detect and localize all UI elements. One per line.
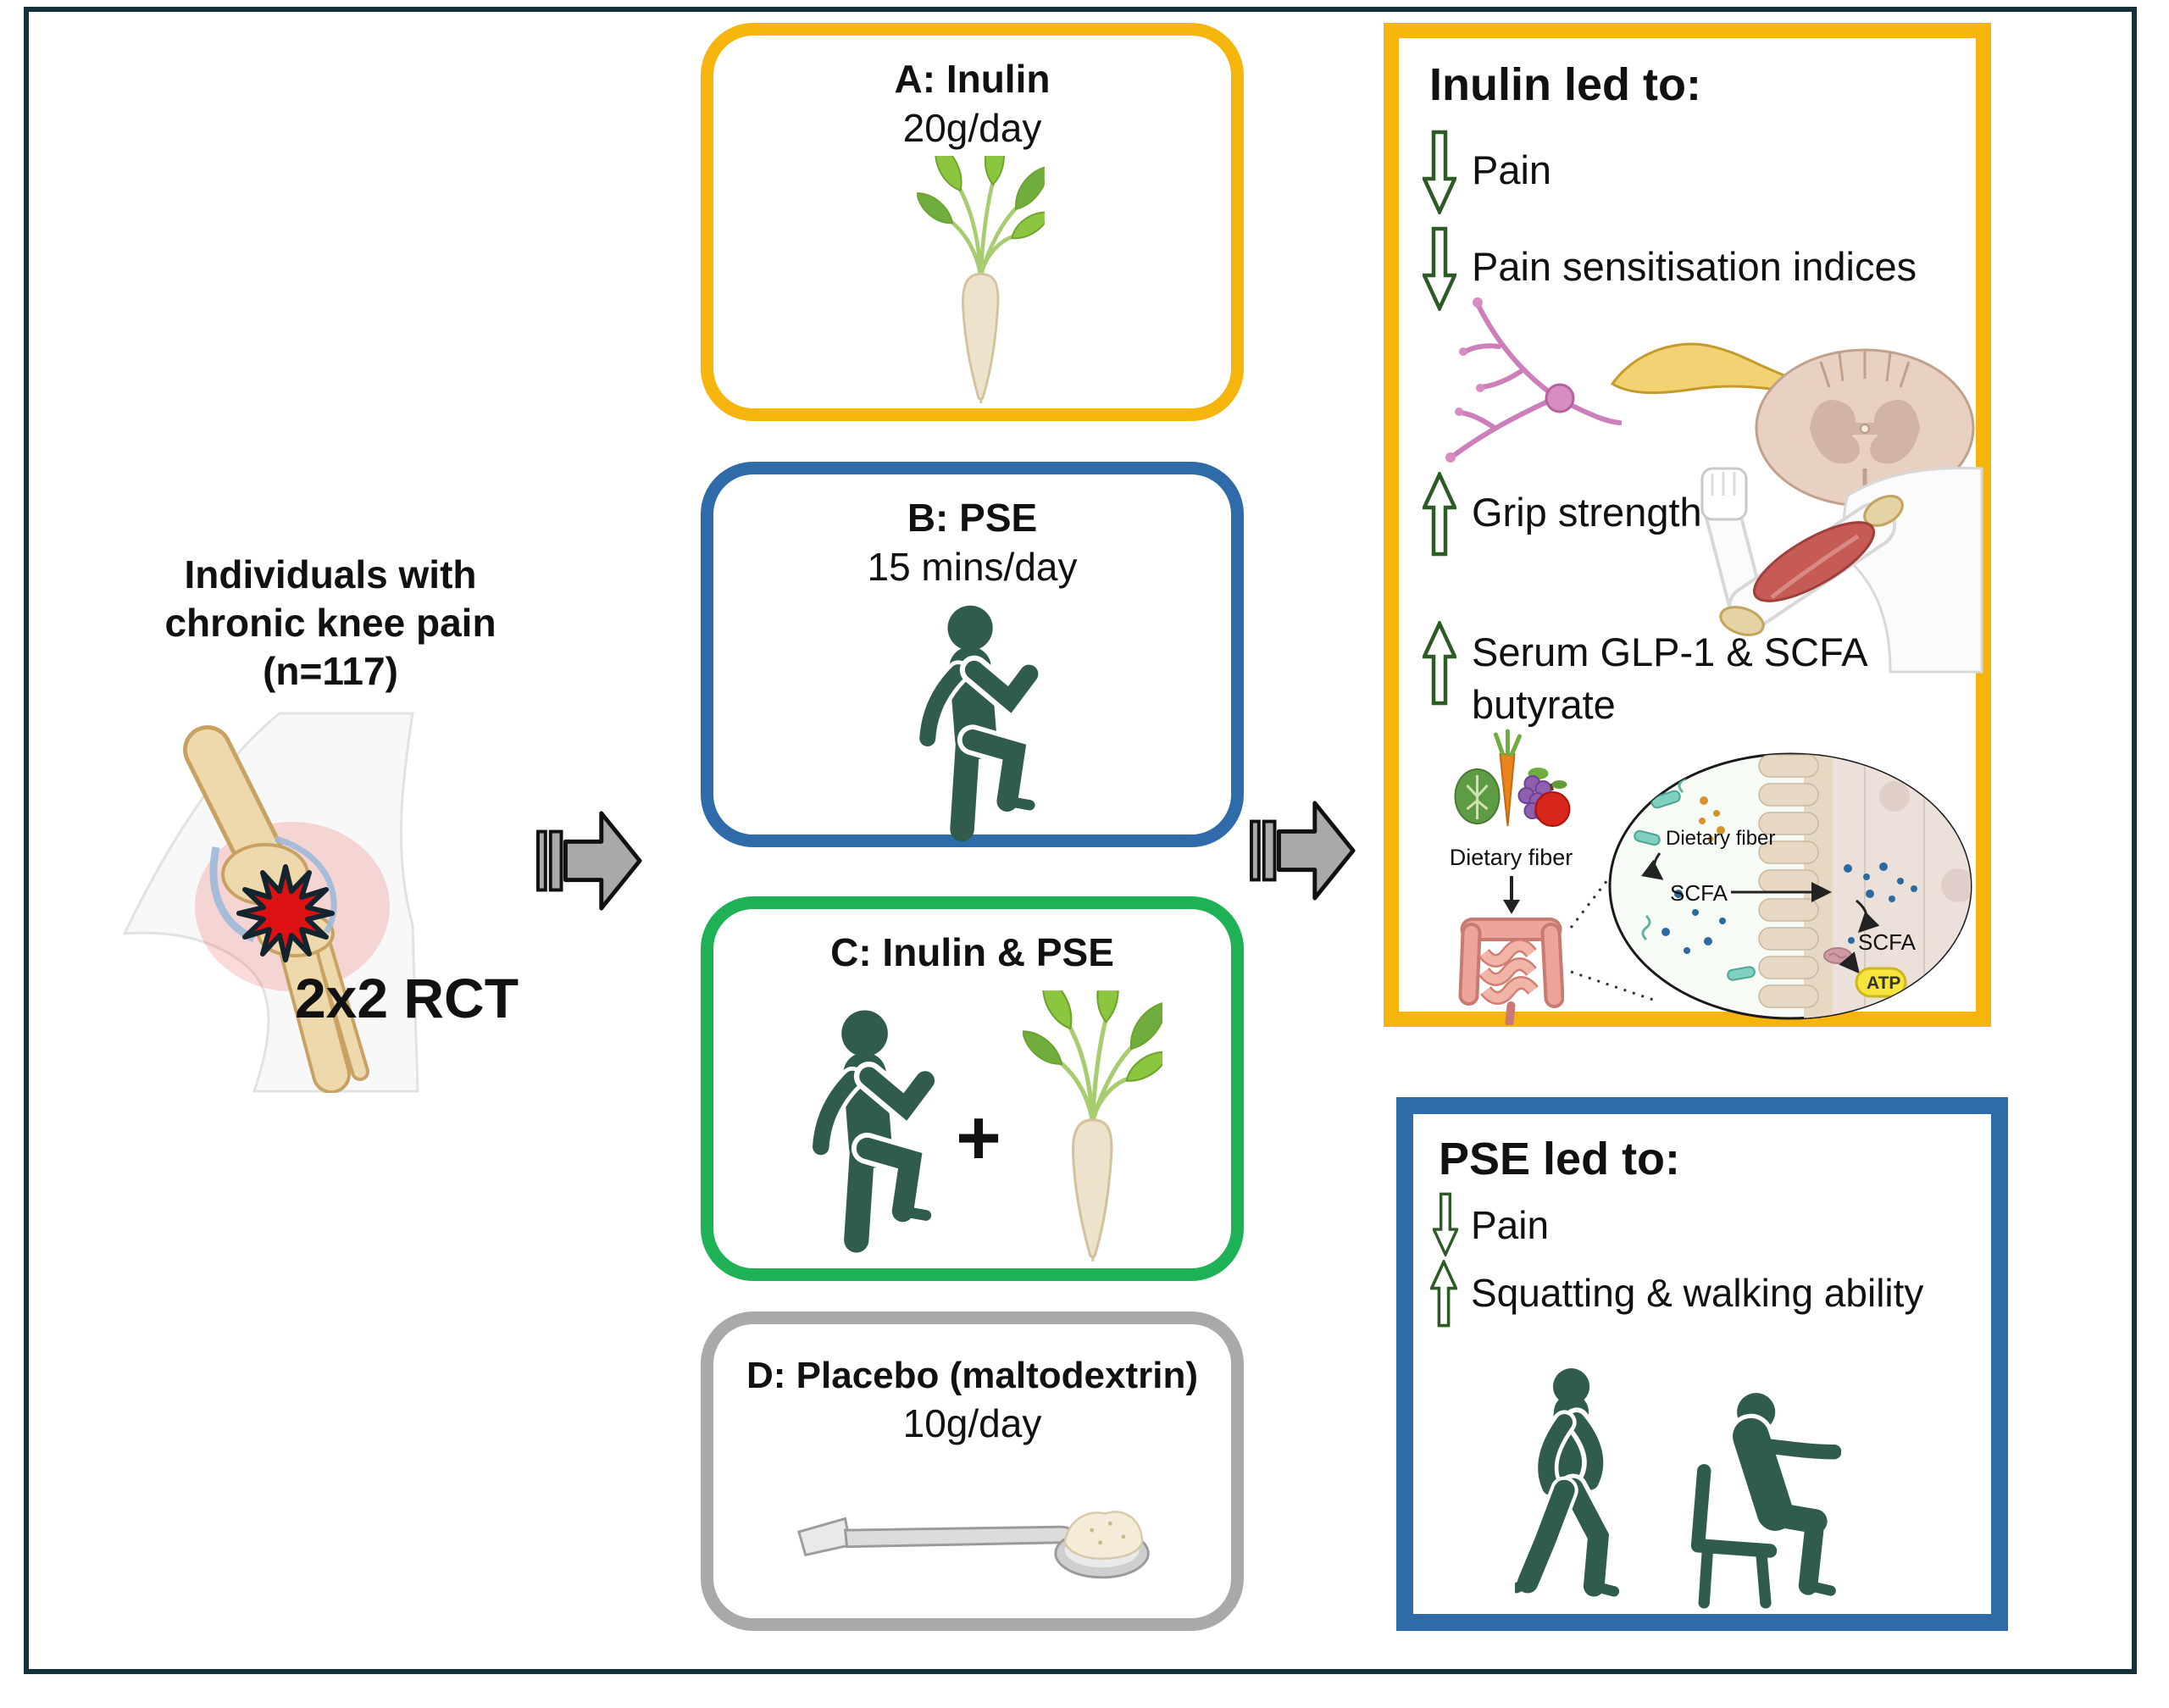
arm-d-title: D: Placebo (maltodextrin) <box>746 1355 1198 1396</box>
spinal-cord-illustration <box>1611 342 1975 507</box>
arm-box-inulin-and-pse: C: Inulin & PSE + <box>701 896 1244 1281</box>
pain-starburst-icon <box>236 864 335 962</box>
result-row: Squatting & walking ability <box>1428 1260 1923 1328</box>
result-row: Grip strength <box>1423 472 1702 557</box>
flow-arrow-icon <box>535 798 644 923</box>
result-row: Serum GLP-1 & SCFA butyrate <box>1423 621 1868 731</box>
down-arrow-icon <box>1503 876 1520 914</box>
inulin-results-box: Inulin led to: Pain Pain sensitisation i… <box>1384 23 1991 1027</box>
plus-sign: + <box>956 1095 1001 1181</box>
pse-results-title: PSE led to: <box>1439 1134 1681 1184</box>
inulin-results-title: Inulin led to: <box>1429 59 1701 110</box>
result-label: Pain sensitisation indices <box>1472 244 1917 289</box>
chicory-plant-icon <box>1023 990 1162 1262</box>
decrease-arrow-icon <box>1432 1192 1459 1256</box>
result-label-line1: Serum GLP-1 & SCFA <box>1472 629 1868 674</box>
result-label: Squatting & walking ability <box>1471 1271 1924 1315</box>
increase-arrow-icon <box>1423 472 1456 557</box>
arm-box-placebo: D: Placebo (maltodextrin) 10g/day <box>701 1312 1244 1631</box>
intestine-illustration <box>1458 918 1564 1025</box>
population-line2: chronic knee pain <box>164 601 496 645</box>
result-label-line2: butyrate <box>1472 682 1616 727</box>
decrease-arrow-icon <box>1423 130 1456 214</box>
outer-frame <box>24 7 2137 1674</box>
dietary-fiber-foods-illustration <box>1454 729 1571 827</box>
spoon-powder-icon <box>797 1511 1150 1579</box>
inset-atp-label: ATP <box>1867 973 1900 993</box>
dietary-fiber-label: Dietary fiber <box>1449 845 1573 870</box>
pse-results-box: PSE led to: Pain Squatting & walking abi… <box>1396 1097 2008 1631</box>
neuron-illustration <box>1445 297 1622 463</box>
arm-a-dose: 20g/day <box>902 106 1042 150</box>
exercise-person-icon <box>779 1004 953 1256</box>
sit-to-stand-person-icon <box>1690 1393 1841 1609</box>
result-label: Grip strength <box>1472 490 1702 535</box>
inset-scfa-label: SCFA <box>1670 880 1728 906</box>
increase-arrow-icon <box>1428 1260 1459 1328</box>
population-line1: Individuals with <box>184 552 477 596</box>
study-design-label: 2x2 RCT <box>294 967 519 1029</box>
arm-box-pse: B: PSE 15 mins/day <box>701 462 1244 847</box>
knee-pain-illustration <box>122 712 419 1093</box>
result-row: Pain <box>1432 1192 1549 1256</box>
result-row: Pain sensitisation indices <box>1423 226 1917 311</box>
arm-c-title: C: Inulin & PSE <box>830 930 1114 974</box>
exercise-person-icon <box>887 602 1057 843</box>
arm-b-title: B: PSE <box>907 496 1038 540</box>
arm-b-dose: 15 mins/day <box>867 545 1078 589</box>
result-row: Pain <box>1423 130 1551 214</box>
arm-muscle-illustration <box>1700 467 1983 674</box>
increase-arrow-icon <box>1423 621 1456 706</box>
inset-scfa-cell-label: SCFA <box>1858 929 1917 955</box>
population-label: Individuals with chronic knee pain (n=11… <box>110 551 551 696</box>
arm-box-inulin: A: Inulin 20g/day <box>701 23 1244 421</box>
inset-dietary-fiber-label: Dietary fiber <box>1666 827 1775 850</box>
chicory-plant-icon <box>915 156 1046 403</box>
arm-d-dose: 10g/day <box>902 1401 1042 1445</box>
result-label: Pain <box>1471 1203 1550 1247</box>
result-label: Serum GLP-1 & SCFA butyrate <box>1472 621 1868 731</box>
arm-a-title: A: Inulin <box>894 57 1051 101</box>
walking-person-icon <box>1515 1368 1620 1601</box>
gut-microbiome-inset-illustration: Dietary fiber SCFA SCFA ATP <box>1608 752 1972 1020</box>
result-label: Pain <box>1472 147 1552 192</box>
flow-arrow-icon <box>1249 788 1357 913</box>
population-line3: (n=117) <box>263 649 398 693</box>
